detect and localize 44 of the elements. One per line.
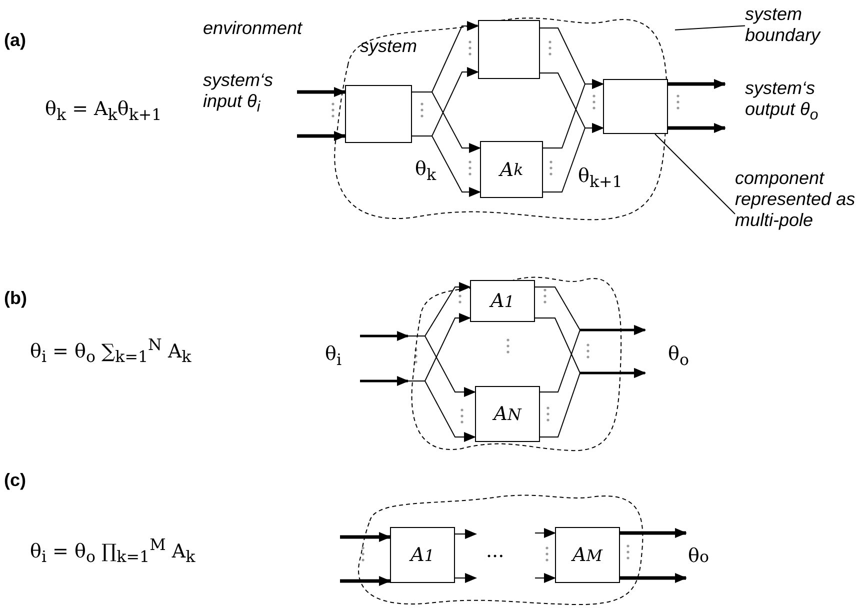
arrow <box>668 79 726 89</box>
equation: θ$_{k}$ = A$_{k}$θ$_{k+1}$ <box>45 98 162 124</box>
arrow <box>454 573 477 583</box>
arrow <box>542 79 604 148</box>
signal-label: system‘s input θ$_{i}$ <box>203 70 274 116</box>
arrow <box>360 331 409 341</box>
equation: θ$_{i}$ = θ$_{o}$ ∑$_{k=1}$$^{N}$ A$_{k}$ <box>30 335 192 366</box>
arrow <box>620 573 687 583</box>
arrow <box>542 123 604 192</box>
equation: θ$_{i}$ = θ$_{o}$ ∏$_{k=1}$$^{M}$ A$_{k}$ <box>30 535 196 566</box>
arrow <box>408 380 476 442</box>
region-label: system <box>360 36 418 57</box>
panel-label: (c) <box>4 470 26 491</box>
annotation-text: component represented as multi-pole <box>735 168 865 231</box>
arrow <box>540 368 646 438</box>
signal-label: θ$_{k}$ <box>415 158 436 184</box>
component-box <box>478 20 540 79</box>
signal-label: θ$_{k+1}$ <box>578 165 622 191</box>
arrow <box>540 325 646 392</box>
arrow <box>620 528 687 538</box>
region-label: environment <box>203 18 302 39</box>
arrow <box>297 87 346 97</box>
leader-line <box>654 134 736 214</box>
ellipsis: ... <box>486 540 504 562</box>
panel-label: (b) <box>4 288 27 309</box>
arrow <box>408 336 476 397</box>
panel-label: (a) <box>4 30 26 51</box>
arrow <box>412 136 481 197</box>
component-box <box>603 79 668 134</box>
arrow <box>534 528 556 538</box>
signal-label: system‘s output θ$_{o}$ <box>745 78 820 124</box>
leader-line <box>674 25 746 30</box>
arrow <box>360 376 409 386</box>
arrow <box>340 576 391 586</box>
annotation-text: system boundary <box>745 4 845 46</box>
arrow <box>340 532 391 542</box>
arrow <box>454 529 477 539</box>
signal-label: θ$_{o}$ <box>668 343 689 369</box>
component-box <box>345 85 412 143</box>
arrow <box>534 573 556 583</box>
arrow <box>668 123 726 133</box>
signal-label: θ$_{i}$ <box>325 343 342 369</box>
arrow <box>297 131 346 141</box>
arrow <box>412 92 481 153</box>
